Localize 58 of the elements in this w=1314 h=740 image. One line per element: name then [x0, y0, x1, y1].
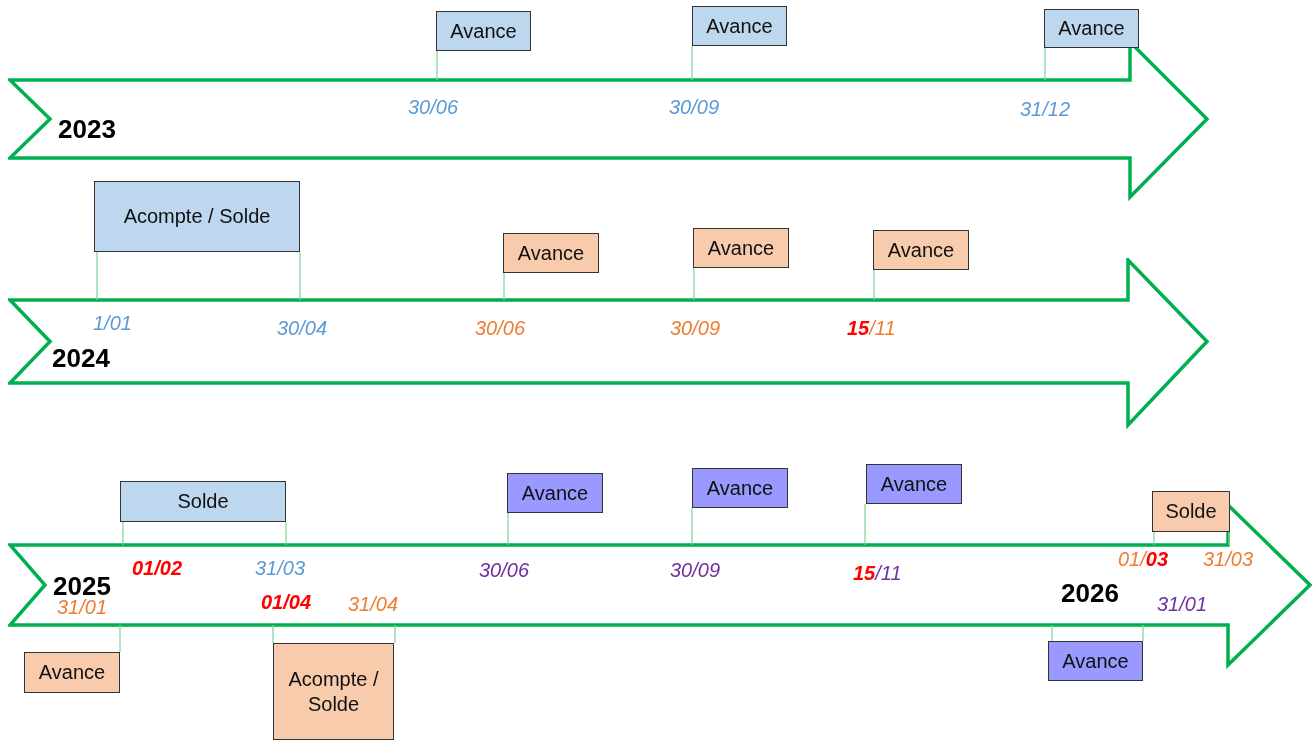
leader-line	[693, 267, 695, 301]
date-label: 30/09	[670, 559, 721, 582]
date-label: 31/03	[1203, 548, 1254, 571]
payment-box: Avance	[693, 228, 789, 268]
date-label: 15/11	[847, 317, 896, 340]
leader-line	[436, 50, 438, 81]
leader-line	[507, 512, 509, 546]
date-label: 01/04	[261, 591, 312, 614]
leader-line	[1142, 624, 1144, 642]
leader-line	[1153, 531, 1155, 546]
payment-box: Solde	[1152, 491, 1230, 532]
leader-line	[299, 251, 301, 301]
payment-box: Avance	[866, 464, 962, 504]
payment-box: Avance	[873, 230, 969, 270]
leader-line	[691, 507, 693, 546]
payment-box: Acompte / Solde	[94, 181, 300, 252]
date-label: 30/09	[670, 317, 721, 340]
date-label: 15/11	[853, 562, 902, 585]
leader-line	[96, 251, 98, 301]
leader-line	[394, 624, 396, 644]
date-label: 31/01	[1157, 593, 1208, 616]
leader-line	[503, 272, 505, 301]
year-label: 2026	[1061, 578, 1119, 609]
leader-line	[873, 269, 875, 301]
payment-box: Avance	[24, 652, 120, 693]
date-label: 01/03	[1118, 548, 1169, 571]
leader-line	[285, 521, 287, 546]
date-label: 30/04	[277, 317, 328, 340]
payment-box: Avance	[1048, 641, 1143, 681]
date-label: 30/06	[408, 96, 459, 119]
date-label: 31/12	[1020, 98, 1071, 121]
date-label: 31/04	[348, 593, 399, 616]
year-label: 2024	[52, 343, 110, 374]
date-label: 31/01	[57, 596, 108, 619]
payment-box: Avance	[503, 233, 599, 273]
leader-line	[119, 624, 121, 653]
payment-box: Solde	[120, 481, 286, 522]
date-label: 30/09	[669, 96, 720, 119]
date-label: 30/06	[475, 317, 526, 340]
leader-line	[122, 521, 124, 546]
date-label: 1/01	[93, 312, 132, 335]
date-label: 30/06	[479, 559, 530, 582]
payment-box: Avance	[1044, 9, 1139, 48]
payment-box: Avance	[507, 473, 603, 513]
payment-box: Acompte / Solde	[273, 643, 394, 740]
leader-line	[691, 45, 693, 81]
leader-line	[1044, 47, 1046, 81]
leader-line	[1051, 624, 1053, 642]
payment-box: Avance	[692, 468, 788, 508]
leader-line	[864, 503, 866, 546]
leader-line	[272, 624, 274, 644]
payment-box: Avance	[692, 6, 787, 46]
leader-line	[1228, 531, 1230, 546]
date-label: 01/02	[132, 557, 183, 580]
payment-box: Avance	[436, 11, 531, 51]
timeline-arrow	[8, 258, 1211, 429]
year-label: 2023	[58, 114, 116, 145]
date-label: 31/03	[255, 557, 306, 580]
